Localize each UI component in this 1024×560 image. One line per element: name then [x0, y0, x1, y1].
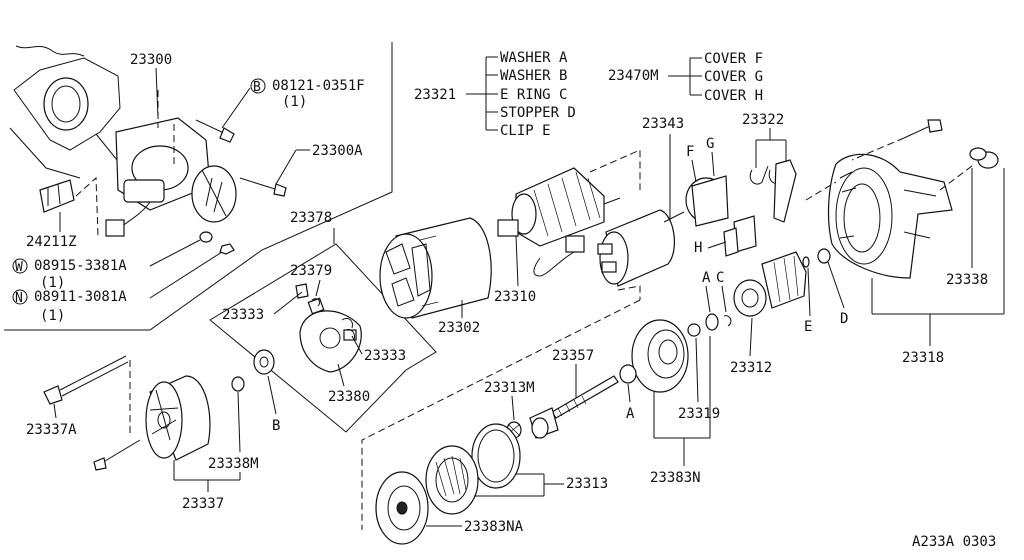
legend-23321-item: STOPPER D	[500, 105, 576, 121]
part-label-08915-3381a: 08915-3381A	[34, 258, 127, 274]
nut-08911	[219, 243, 235, 255]
legend-23470m: 23470M COVER F COVER G COVER H	[608, 51, 763, 104]
letter-h: H	[694, 240, 702, 256]
part-label-23379: 23379	[290, 263, 332, 279]
legend-23321-item: CLIP E	[500, 123, 551, 139]
washer-a-right	[705, 313, 719, 331]
bolt-08121	[195, 119, 235, 143]
part-label-23338: 23338	[946, 272, 988, 288]
part-24211z-cover	[39, 179, 75, 213]
letter-e: E	[804, 319, 812, 335]
part-label-23333-left: 23333	[222, 307, 264, 323]
part-label-23337a: 23337A	[26, 422, 77, 438]
part-qty-08915: (1)	[40, 275, 65, 291]
drive-housing	[827, 153, 953, 279]
letter-b: B	[272, 418, 280, 434]
bolt-23300a	[239, 177, 287, 197]
part-label-08121-0351f: 08121-0351F	[272, 78, 365, 94]
armature	[497, 167, 621, 247]
pinion-gear	[733, 251, 807, 317]
bubble-n: N	[12, 289, 28, 306]
legend-23470m-item: COVER H	[704, 88, 763, 104]
cover-f-g	[685, 175, 729, 227]
bubble-b: B	[250, 78, 266, 95]
screw-rear	[93, 439, 141, 471]
washer-a-lower	[619, 364, 637, 384]
e-ring-c	[723, 315, 732, 327]
part-qty-08911: (1)	[40, 308, 65, 324]
legend-23321-code: 23321	[414, 87, 456, 103]
part-label-23310: 23310	[494, 289, 536, 305]
field-coil-yoke	[379, 217, 492, 319]
brush-holder-plate	[299, 297, 362, 373]
bushing-23338m	[231, 376, 245, 392]
part-label-23319: 23319	[678, 406, 720, 422]
part-label-23383na: 23383NA	[464, 519, 524, 535]
part-label-23338m: 23338M	[208, 456, 259, 472]
part-label-23333-right: 23333	[364, 348, 406, 364]
part-label-08911-3081a: 08911-3081A	[34, 289, 127, 305]
legend-23470m-code: 23470M	[608, 68, 659, 84]
legend-23470m-item: COVER G	[704, 69, 763, 85]
brush-holder-frame	[209, 243, 437, 433]
cover-23383na	[375, 471, 429, 545]
legend-23470m-item: COVER F	[704, 51, 763, 67]
bracket-23322	[749, 159, 797, 223]
svg-text:B: B	[253, 80, 261, 95]
part-label-23343: 23343	[642, 116, 684, 132]
letter-c: C	[716, 270, 724, 286]
svg-text:N: N	[15, 291, 23, 306]
clip-e	[802, 256, 810, 268]
letter-d: D	[840, 311, 848, 327]
part-label-23318: 23318	[902, 350, 944, 366]
bolt-housing	[903, 119, 943, 139]
washer-b	[253, 349, 275, 375]
letter-g: G	[706, 136, 714, 152]
bushing-23338	[969, 147, 999, 169]
part-label-23337: 23337	[182, 496, 224, 512]
part-label-23357: 23357	[552, 348, 594, 364]
cover-23383n	[631, 319, 689, 393]
part-label-23322: 23322	[742, 112, 784, 128]
starter-assembly	[105, 117, 237, 237]
cover-h	[723, 215, 757, 257]
washer-08915	[199, 231, 213, 243]
rear-cover-23337	[145, 375, 211, 461]
part-label-23313m: 23313M	[484, 380, 535, 396]
stopper-d	[817, 248, 831, 264]
letter-a-top: A	[702, 270, 711, 286]
letter-a-lower: A	[626, 406, 635, 422]
part-label-23312: 23312	[730, 360, 772, 376]
pinion-shaft	[529, 375, 619, 439]
part-label-23378: 23378	[290, 210, 332, 226]
part-label-23383n: 23383N	[650, 470, 701, 486]
legend-23321-item: WASHER B	[500, 68, 567, 84]
svg-text:W: W	[15, 260, 23, 275]
part-label-23300: 23300	[130, 52, 172, 68]
through-bolt-23337a	[43, 355, 129, 405]
legend-23321-item: WASHER A	[500, 50, 568, 66]
letter-f: F	[686, 144, 694, 160]
part-label-23302: 23302	[438, 320, 480, 336]
diagram-code: A233A 0303	[912, 534, 996, 550]
lower-group-outline	[361, 299, 641, 530]
ring-gear-23313	[425, 423, 521, 515]
part-label-23380: 23380	[328, 389, 370, 405]
clip-23333	[341, 317, 355, 341]
inset-frame	[4, 42, 393, 331]
bubble-w: W	[12, 258, 28, 275]
solenoid	[533, 209, 685, 287]
legend-23321-item: E RING C	[500, 87, 567, 103]
part-label-23313: 23313	[566, 476, 608, 492]
part-label-23300a: 23300A	[312, 143, 363, 159]
part-label-24211z: 24211Z	[26, 234, 77, 250]
part-qty-08121: (1)	[282, 94, 307, 110]
washer-23319	[687, 323, 701, 337]
legend-23321: 23321 WASHER A WASHER B E RING C STOPPER…	[414, 50, 576, 139]
engine-block	[9, 45, 131, 179]
